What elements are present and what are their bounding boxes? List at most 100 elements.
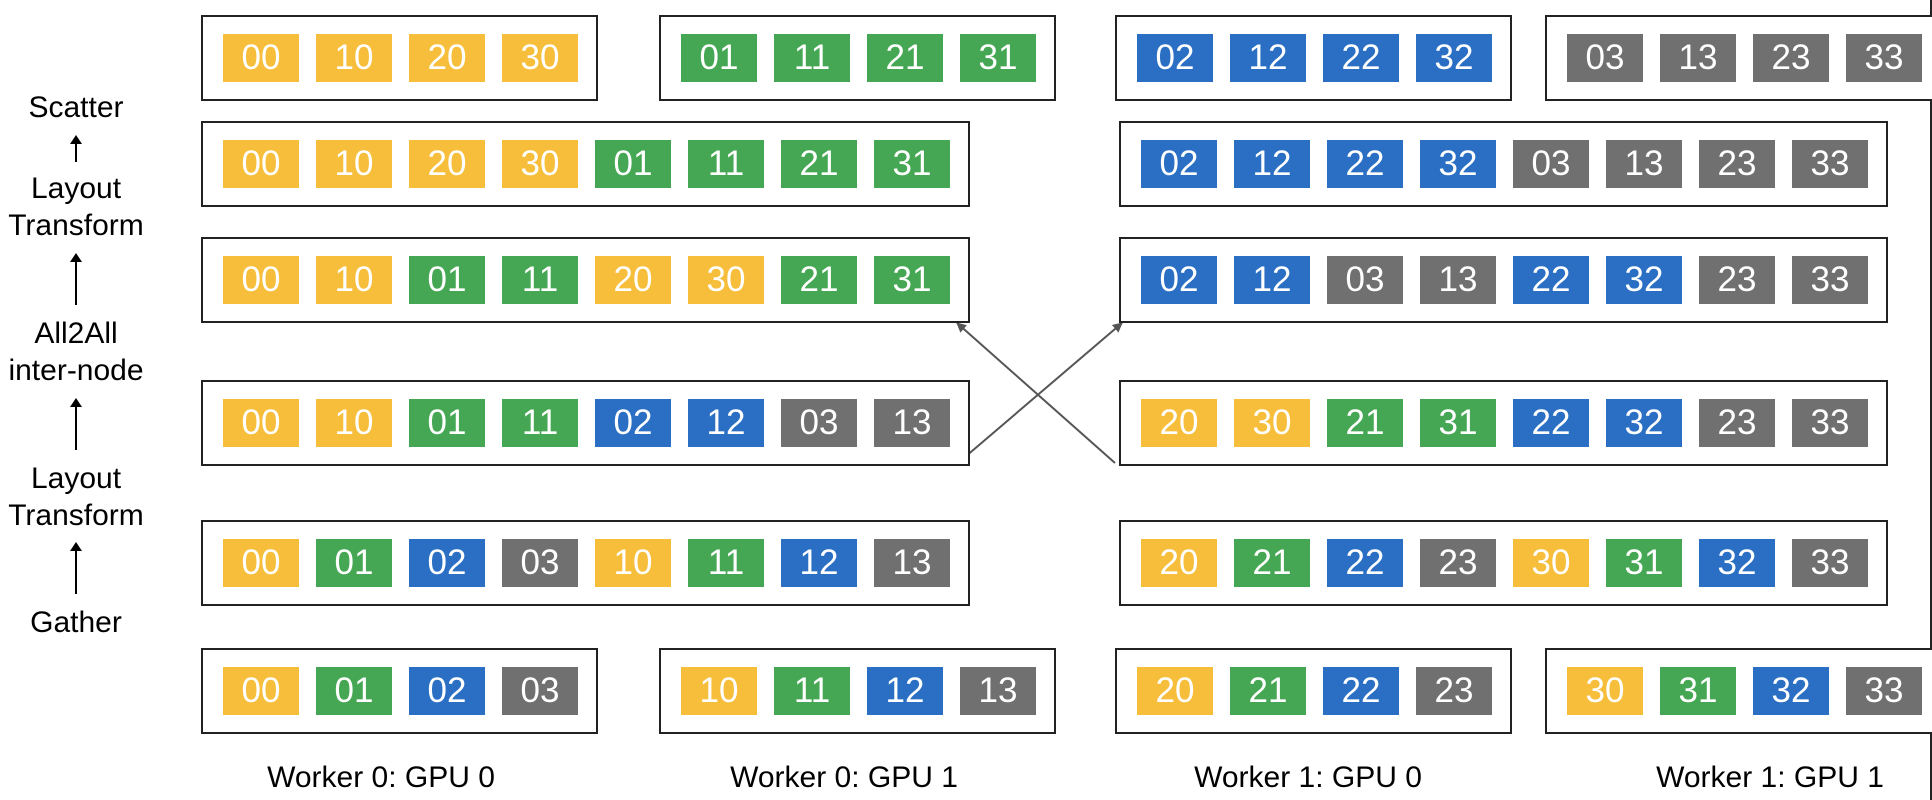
worker-label-w0-gpu0: Worker 0: GPU 0 <box>267 761 495 794</box>
block-22: 22 <box>1327 140 1403 188</box>
block-33: 33 <box>1792 539 1868 587</box>
block-33: 33 <box>1846 34 1922 82</box>
block-12: 12 <box>781 539 857 587</box>
block-11: 11 <box>774 34 850 82</box>
step-label-layout-transform-top: Layout Transform <box>8 172 144 242</box>
block-02: 02 <box>595 399 671 447</box>
block-31: 31 <box>874 140 950 188</box>
block-23: 23 <box>1699 399 1775 447</box>
block-31: 31 <box>1660 667 1736 715</box>
block-10: 10 <box>681 667 757 715</box>
block-03: 03 <box>1513 140 1589 188</box>
block-32: 32 <box>1753 667 1829 715</box>
block-20: 20 <box>1141 399 1217 447</box>
block-03: 03 <box>1567 34 1643 82</box>
step-label-gather: Gather <box>30 606 122 639</box>
block-30: 30 <box>1567 667 1643 715</box>
block-21: 21 <box>1234 539 1310 587</box>
block-00: 00 <box>223 256 299 304</box>
row-1-box-3: 02 12 22 32 <box>1115 15 1512 101</box>
block-33: 33 <box>1846 667 1922 715</box>
block-11: 11 <box>688 539 764 587</box>
block-23: 23 <box>1699 140 1775 188</box>
block-32: 32 <box>1606 256 1682 304</box>
block-01: 01 <box>681 34 757 82</box>
block-12: 12 <box>1234 256 1310 304</box>
block-23: 23 <box>1699 256 1775 304</box>
block-31: 31 <box>1420 399 1496 447</box>
block-22: 22 <box>1513 399 1589 447</box>
block-12: 12 <box>688 399 764 447</box>
block-30: 30 <box>502 34 578 82</box>
block-31: 31 <box>1606 539 1682 587</box>
block-11: 11 <box>502 256 578 304</box>
block-02: 02 <box>409 667 485 715</box>
exchange-arrow-to-worker1 <box>957 322 1123 464</box>
row-6-box-4: 30 31 32 33 <box>1545 648 1932 734</box>
block-02: 02 <box>1137 34 1213 82</box>
block-32: 32 <box>1420 140 1496 188</box>
block-32: 32 <box>1606 399 1682 447</box>
block-02: 02 <box>1141 256 1217 304</box>
block-30: 30 <box>1513 539 1589 587</box>
block-00: 00 <box>223 34 299 82</box>
block-33: 33 <box>1792 256 1868 304</box>
block-23: 23 <box>1753 34 1829 82</box>
flow-arrow-up-icon <box>70 542 82 594</box>
block-13: 13 <box>1606 140 1682 188</box>
block-12: 12 <box>1230 34 1306 82</box>
block-13: 13 <box>960 667 1036 715</box>
block-13: 13 <box>874 539 950 587</box>
block-20: 20 <box>1141 539 1217 587</box>
worker-label-w1-gpu0: Worker 1: GPU 0 <box>1194 761 1422 794</box>
step-label-all2all: All2All inter-node <box>8 317 144 387</box>
block-01: 01 <box>409 399 485 447</box>
block-22: 22 <box>1327 539 1403 587</box>
block-03: 03 <box>1327 256 1403 304</box>
block-00: 00 <box>223 667 299 715</box>
flow-arrow-up-icon <box>70 398 82 450</box>
block-22: 22 <box>1323 667 1399 715</box>
block-13: 13 <box>1420 256 1496 304</box>
block-20: 20 <box>409 140 485 188</box>
block-20: 20 <box>595 256 671 304</box>
block-03: 03 <box>502 539 578 587</box>
block-10: 10 <box>316 399 392 447</box>
block-20: 20 <box>409 34 485 82</box>
page-edge-line <box>1930 0 1932 800</box>
block-10: 10 <box>316 140 392 188</box>
block-32: 32 <box>1416 34 1492 82</box>
flow-arrow-up-icon <box>70 253 82 305</box>
block-12: 12 <box>867 667 943 715</box>
block-21: 21 <box>1327 399 1403 447</box>
block-02: 02 <box>1141 140 1217 188</box>
block-01: 01 <box>316 667 392 715</box>
block-10: 10 <box>595 539 671 587</box>
exchange-arrow-to-worker0 <box>956 322 1116 464</box>
block-03: 03 <box>502 667 578 715</box>
block-13: 13 <box>874 399 950 447</box>
block-30: 30 <box>1234 399 1310 447</box>
block-23: 23 <box>1416 667 1492 715</box>
block-32: 32 <box>1699 539 1775 587</box>
block-10: 10 <box>316 256 392 304</box>
block-20: 20 <box>1137 667 1213 715</box>
row-6-box-1: 00 01 02 03 <box>201 648 598 734</box>
block-22: 22 <box>1323 34 1399 82</box>
step-label-scatter: Scatter <box>28 91 124 124</box>
worker-label-w1-gpu1: Worker 1: GPU 1 <box>1656 761 1884 794</box>
block-30: 30 <box>502 140 578 188</box>
block-31: 31 <box>874 256 950 304</box>
